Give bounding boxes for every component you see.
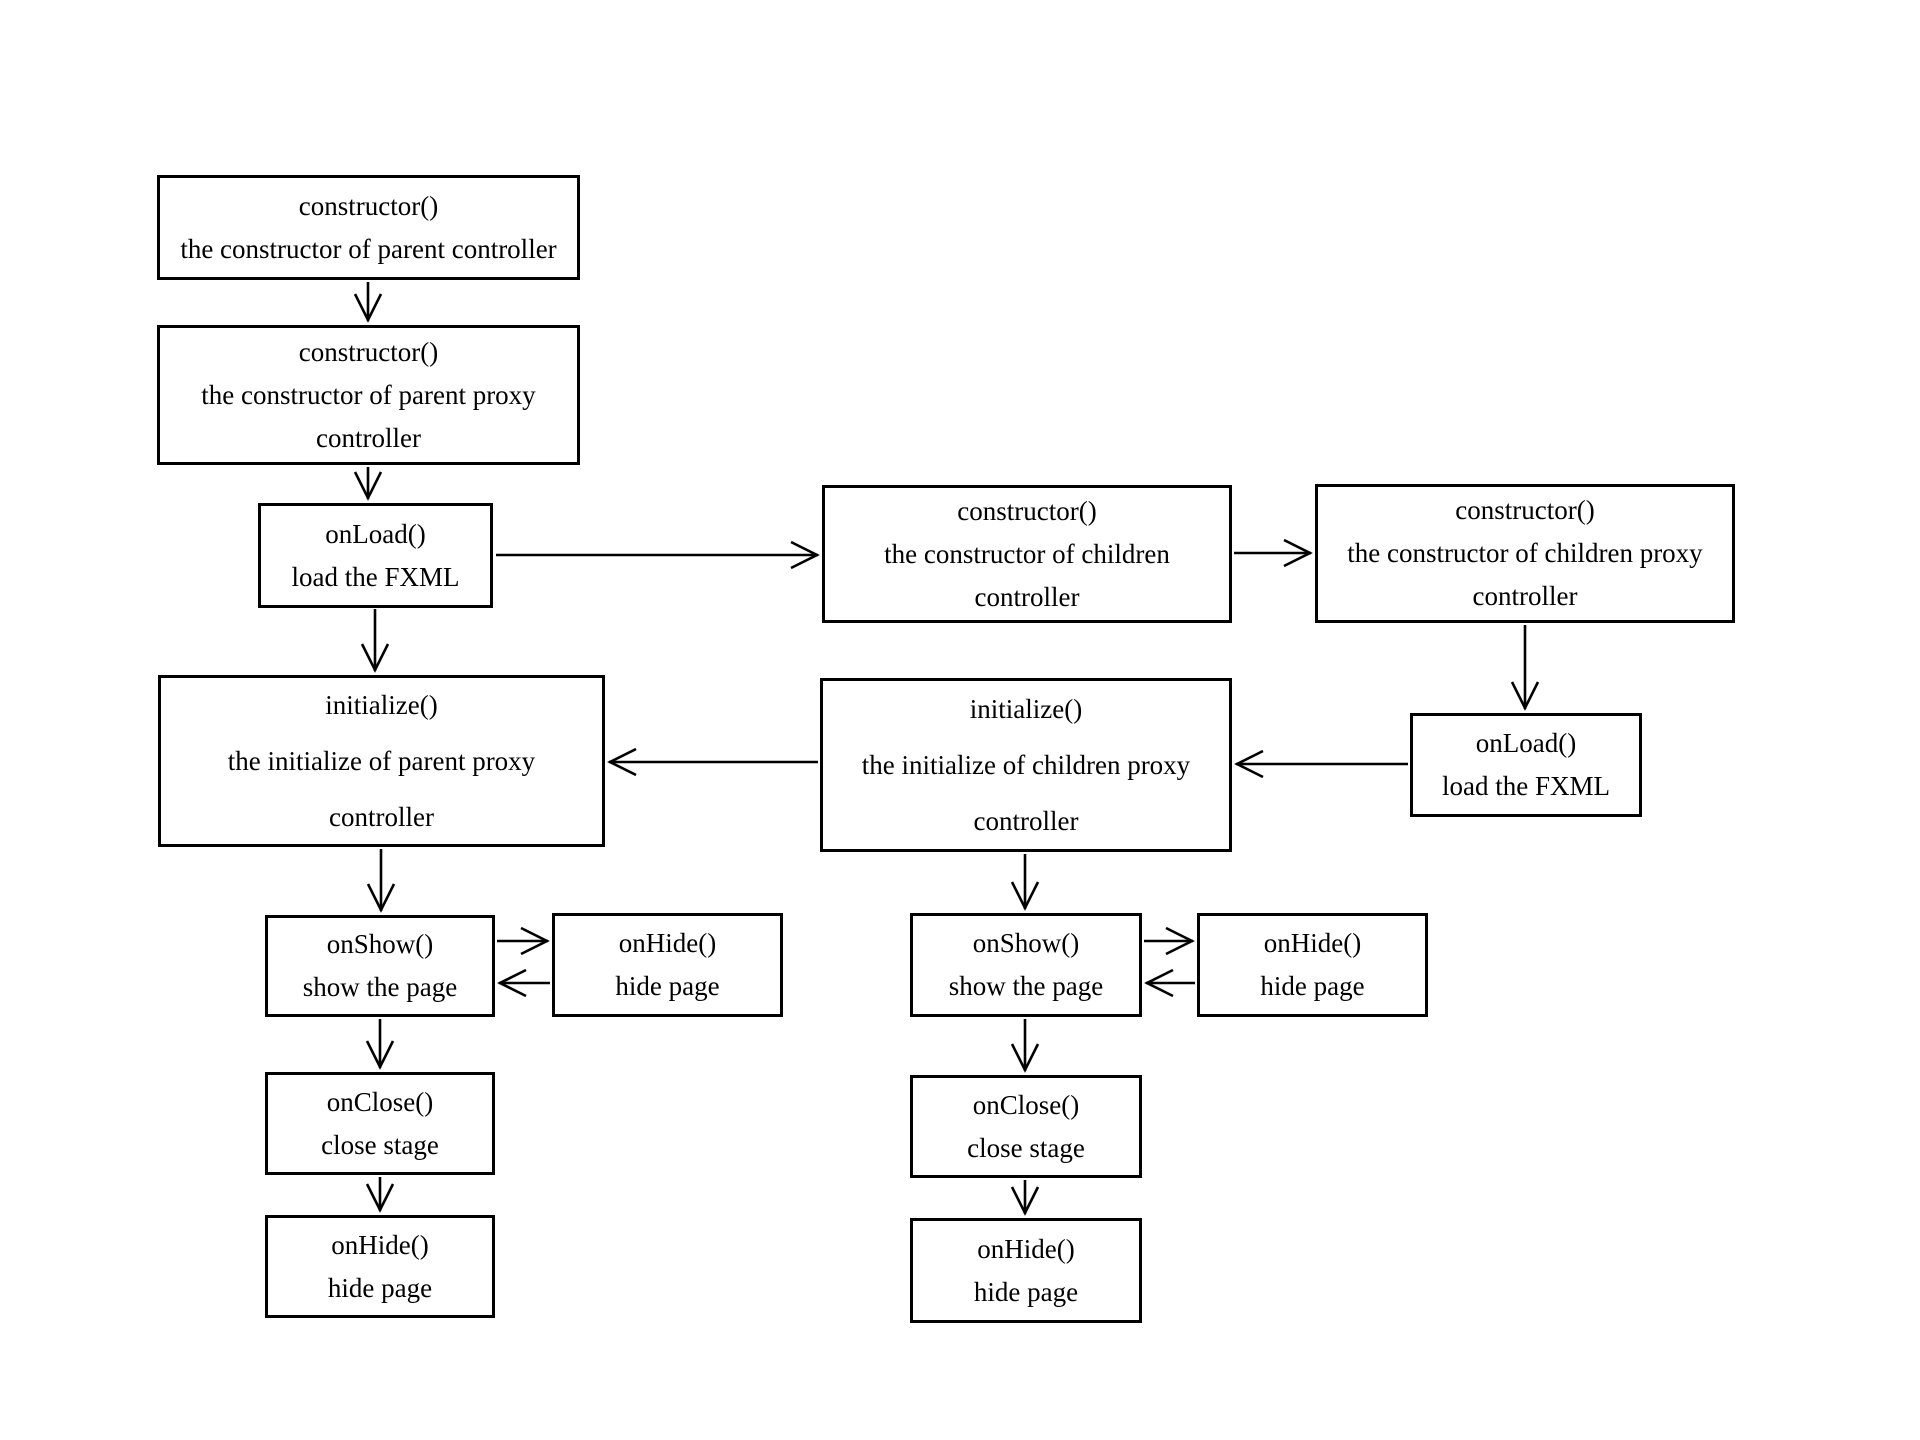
node-text-line: onHide() xyxy=(1263,928,1362,958)
node-text-line: hide page xyxy=(973,1276,1079,1307)
node-text-line: the constructor of parent proxy xyxy=(201,379,536,410)
flow-node-children-onclose: onClose() close stage xyxy=(910,1075,1142,1178)
flow-node-children-initialize: initialize() the initialize of children p… xyxy=(820,678,1232,852)
node-text-line: load the FXML xyxy=(1442,771,1610,801)
flow-node-children-constructor: constructor() the constructor of children… xyxy=(822,485,1232,623)
node-text-line: onLoad() xyxy=(1475,728,1577,758)
node-text-line: constructor() xyxy=(1455,495,1595,525)
node-text-line: onHide() xyxy=(977,1233,1075,1264)
node-text-line: controller xyxy=(316,422,421,453)
node-text-line: hide page xyxy=(327,1272,433,1303)
node-text-line: initialize() xyxy=(325,690,438,720)
flow-node-parent-initialize: initialize() the initialize of parent pro… xyxy=(158,675,605,847)
node-text-line: controller xyxy=(329,802,434,832)
node-text-line: the constructor of children proxy xyxy=(1347,538,1703,568)
node-text-line: onHide() xyxy=(618,928,717,958)
node-text-line: controller xyxy=(974,581,1080,612)
node-text-line: the initialize of parent proxy xyxy=(227,746,536,776)
flow-node-children-onhide-side: onHide() hide page xyxy=(1197,913,1428,1017)
node-text-line: constructor() xyxy=(957,495,1097,526)
flow-node-children-onhide-bottom: onHide() hide page xyxy=(910,1218,1142,1323)
node-text-line: hide page xyxy=(1260,971,1365,1001)
flow-node-children-onload: onLoad() load the FXML xyxy=(1410,713,1642,817)
node-text-line: onClose() xyxy=(972,1089,1080,1120)
node-text-line: the constructor of parent controller xyxy=(180,233,557,264)
node-text-line: hide page xyxy=(615,971,720,1001)
flow-node-parent-onhide-bottom: onHide() hide page xyxy=(265,1215,495,1318)
node-text-line: onShow() xyxy=(972,928,1080,958)
flow-node-parent-constructor: constructor() the constructor of parent c… xyxy=(157,175,580,280)
node-text-line: the constructor of children xyxy=(884,538,1170,569)
node-text-line: onShow() xyxy=(326,929,434,959)
node-text-line: initialize() xyxy=(969,694,1083,724)
flow-node-children-proxy-constructor: constructor() the constructor of children… xyxy=(1315,484,1735,623)
node-text-line: close stage xyxy=(967,1132,1085,1163)
flow-node-children-onshow: onShow() show the page xyxy=(910,913,1142,1017)
flow-node-parent-onshow: onShow() show the page xyxy=(265,915,495,1017)
node-text-line: the initialize of children proxy xyxy=(861,750,1191,780)
node-text-line: onHide() xyxy=(331,1229,429,1260)
node-text-line: onLoad() xyxy=(325,518,426,549)
node-text-line: constructor() xyxy=(298,336,439,367)
flow-node-parent-onhide-side: onHide() hide page xyxy=(552,913,783,1017)
flow-node-parent-proxy-constructor: constructor() the constructor of parent p… xyxy=(157,325,580,465)
node-text-line: constructor() xyxy=(298,190,439,221)
node-text-line: show the page xyxy=(302,972,458,1002)
node-text-line: onClose() xyxy=(326,1086,434,1117)
flow-node-parent-onload: onLoad() load the FXML xyxy=(258,503,493,608)
node-text-line: show the page xyxy=(948,971,1104,1001)
node-text-line: load the FXML xyxy=(291,561,460,592)
flow-node-parent-onclose: onClose() close stage xyxy=(265,1072,495,1175)
node-text-line: close stage xyxy=(321,1129,439,1160)
node-text-line: controller xyxy=(973,806,1079,836)
node-text-line: controller xyxy=(1472,581,1578,611)
